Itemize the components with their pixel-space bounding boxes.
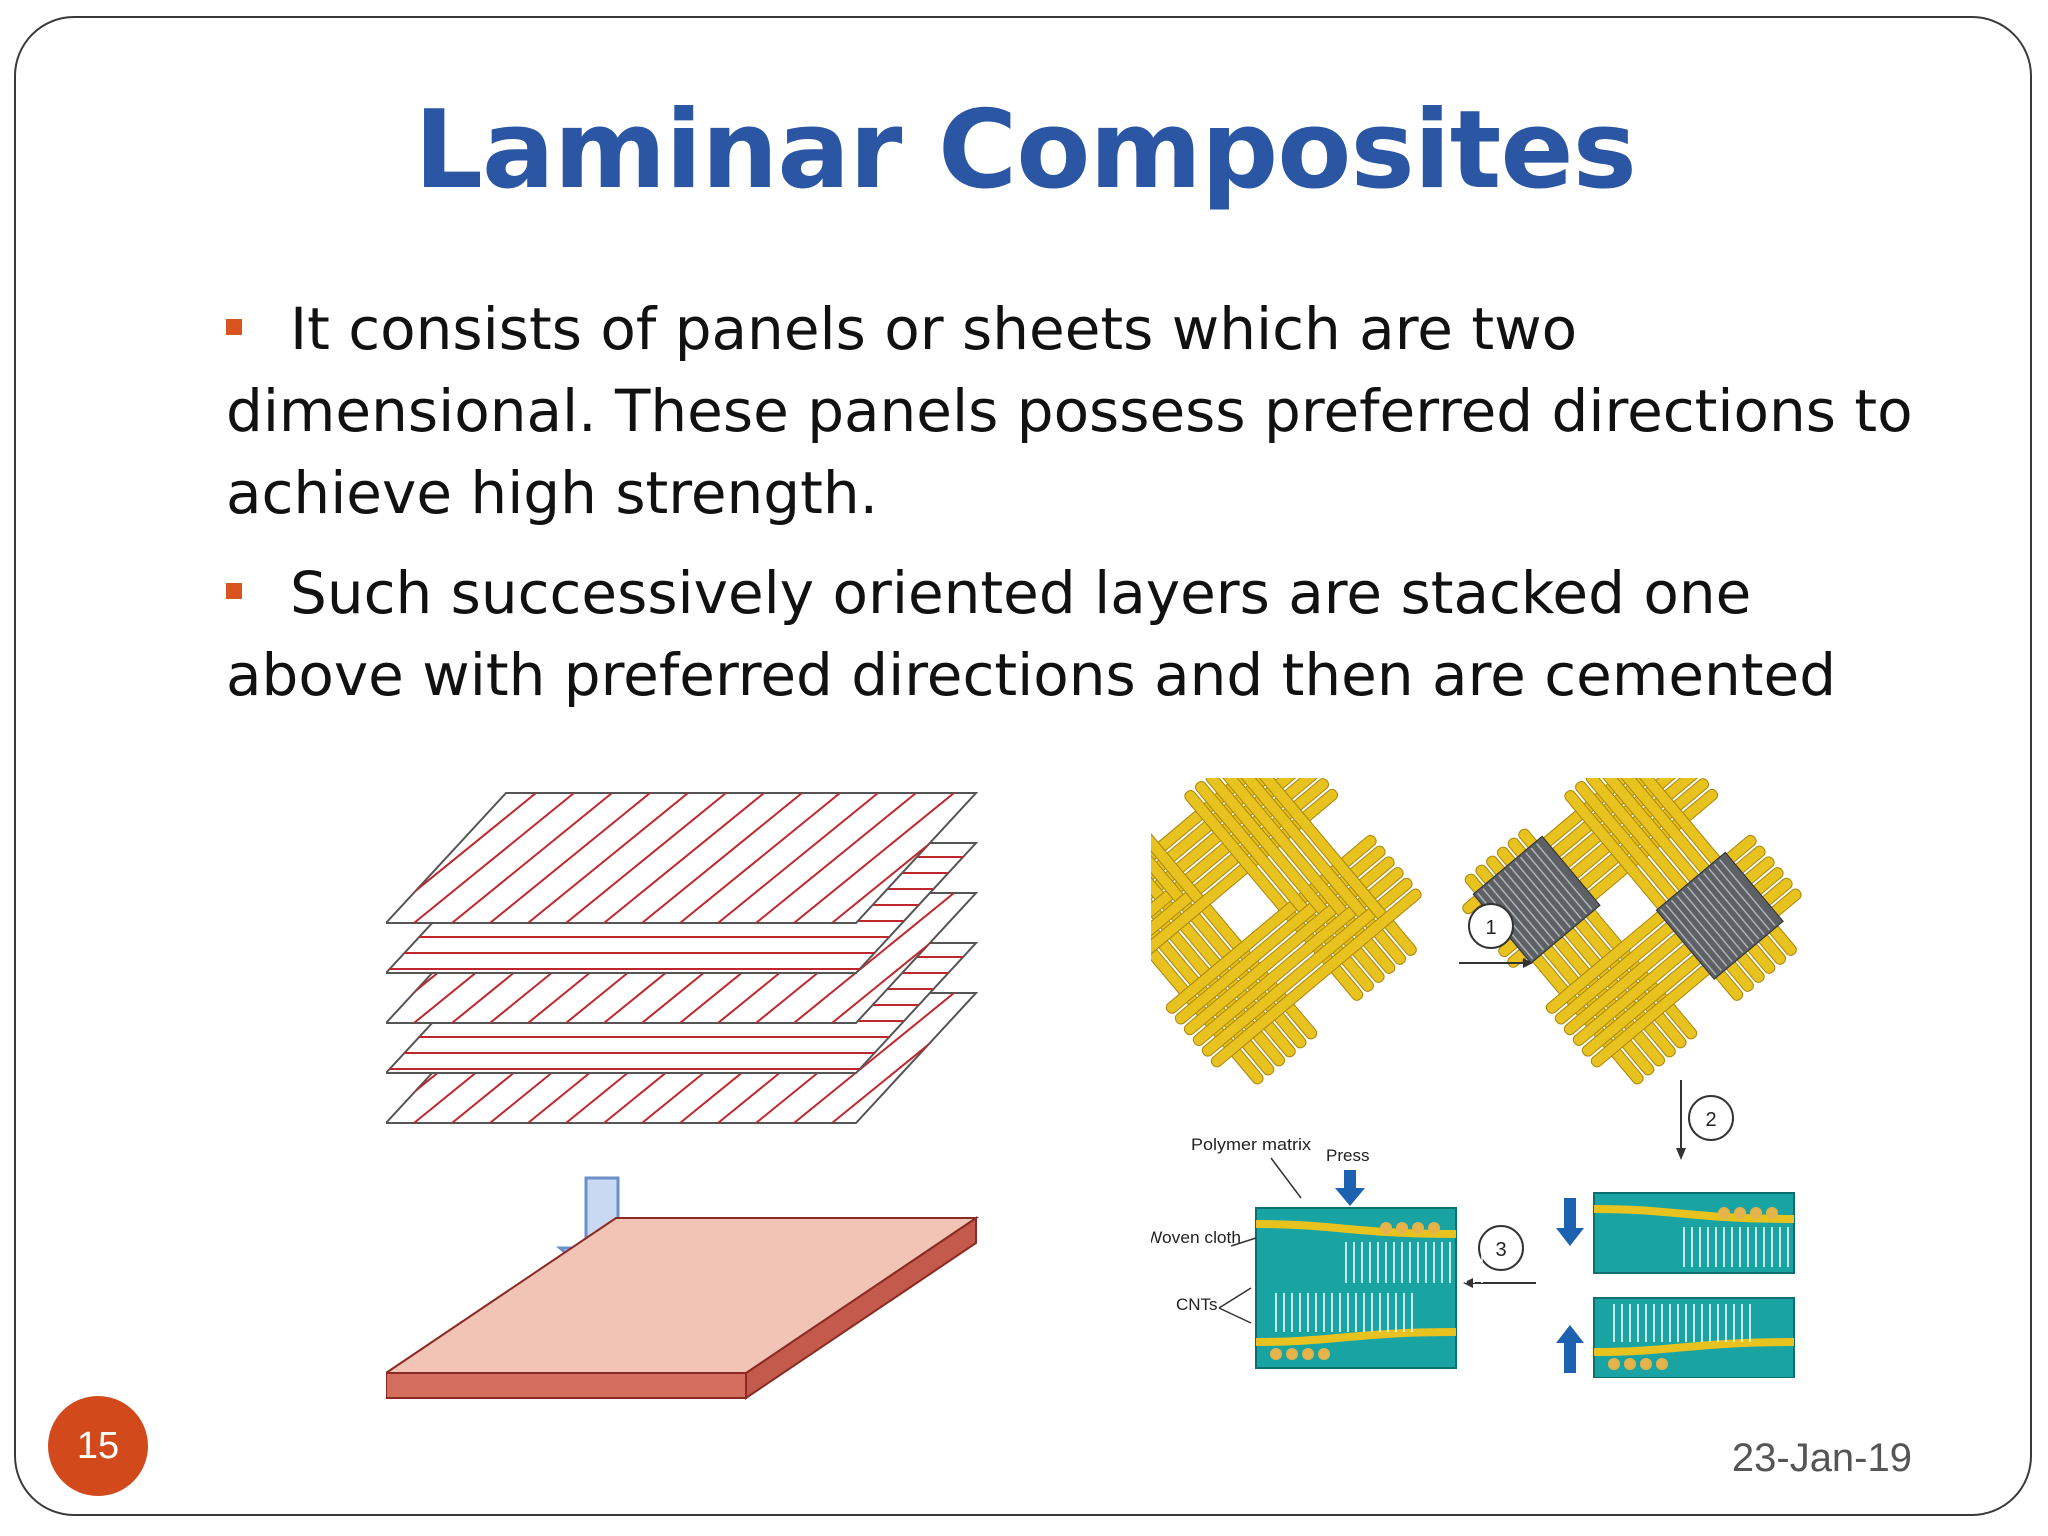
slide-title: Laminar Composites [414, 88, 1637, 213]
svg-text:3: 3 [1495, 1239, 1506, 1261]
cloth-panel-bottom [1593, 1297, 1795, 1378]
arrow-right-icon [1459, 958, 1533, 968]
label-leader-lines [1218, 1157, 1302, 1324]
bullet-text: It consists of panels or sheets which ar… [226, 295, 1913, 527]
laminate-stack-figure [386, 792, 980, 1400]
step-2-marker: 2 [1688, 1095, 1734, 1141]
bullet-list: It consists of panels or sheets which ar… [206, 288, 1926, 716]
step-1-marker: 1 [1468, 903, 1514, 949]
slide-number-badge: 15 [48, 1396, 148, 1496]
woven-cloth-image [1151, 778, 1422, 1085]
press-arrow-icon [1335, 1170, 1365, 1206]
svg-text:1: 1 [1485, 917, 1496, 939]
svg-text:2: 2 [1705, 1109, 1716, 1131]
bullet-item: It consists of panels or sheets which ar… [206, 288, 1926, 534]
label-press: Press [1326, 1146, 1369, 1165]
bullet-text: Such successively oriented layers are st… [226, 559, 1837, 709]
woven-cloth-cnt-figure: 1 2 3 [1151, 778, 1821, 1378]
label-woven-cloth: Woven cloth [1151, 1228, 1241, 1247]
arrow-down-icon [1676, 1080, 1686, 1160]
step-3-marker: 3 [1478, 1225, 1524, 1271]
square-bullet-icon [226, 583, 242, 599]
label-cnts: CNTs [1176, 1295, 1218, 1314]
cloth-panel-top [1593, 1192, 1821, 1274]
laminate-slab [386, 1216, 980, 1400]
square-bullet-icon [226, 319, 242, 335]
arrow-left-icon [1463, 1278, 1536, 1288]
slide-date: 23-Jan-19 [1731, 1436, 1912, 1480]
press-up-arrow-icon [1556, 1325, 1584, 1373]
bullet-item: Such successively oriented layers are st… [206, 552, 1926, 716]
laminated-cloth-panel [1255, 1207, 1483, 1369]
label-polymer: Polymer matrix [1191, 1135, 1312, 1154]
press-down-arrow-icon [1556, 1198, 1584, 1246]
slide: Laminar Composites It consists of panels… [14, 16, 2032, 1516]
woven-cloth-cnt-image [1462, 778, 1802, 1085]
